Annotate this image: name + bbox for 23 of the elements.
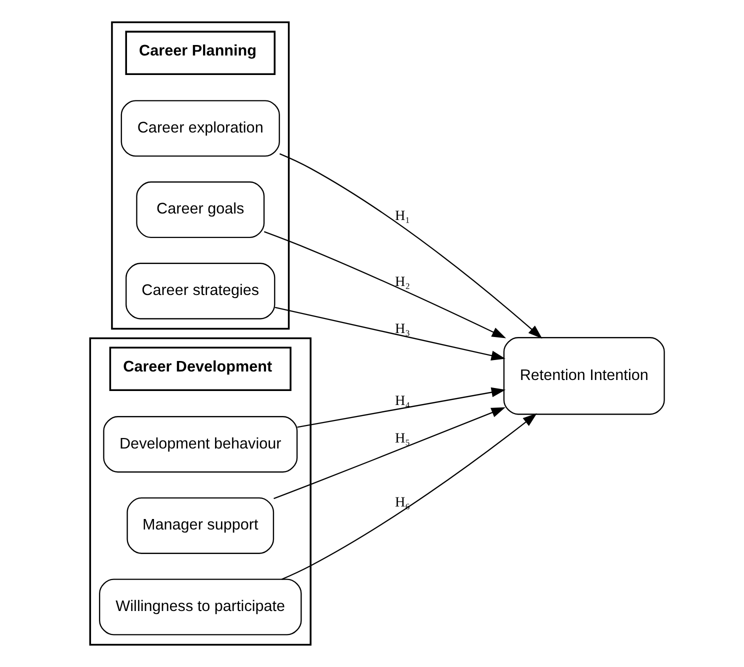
edge-label: H₃ [394,321,410,338]
node-box: Career goals [136,181,264,238]
arrow [296,387,506,428]
edge-label: H₂ [394,274,410,290]
edge-label: H₅ [394,430,410,447]
arrow [273,407,505,500]
node-box: Career Development [108,346,291,391]
arrow [281,413,536,580]
node-box: Retention Intention [502,337,664,415]
edge-label: H₆ [394,494,410,510]
node-box: Career exploration [120,100,280,157]
edge-label: H₁ [394,208,410,224]
arrow [263,231,506,338]
arrow [278,153,542,339]
edge-label: H₄ [394,392,410,409]
node-box: Development behaviour [102,416,298,473]
cluster [110,21,290,330]
node-box: Willingness to participate [98,578,302,636]
node-box: Manager support [126,497,274,554]
cluster [88,337,311,646]
node-box: Career Planning [124,30,276,76]
arrow [274,306,505,360]
node-box: Career strategies [125,262,275,320]
